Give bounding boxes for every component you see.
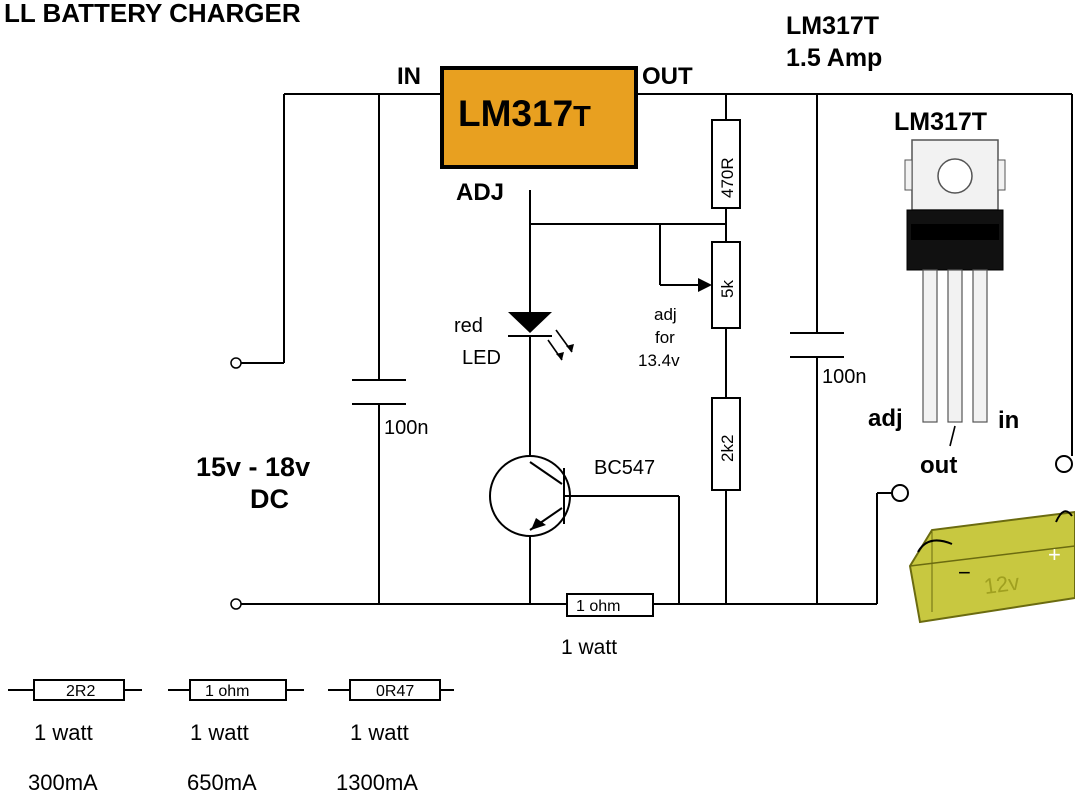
circuit-wires — [240, 93, 1073, 605]
led-label-line2: LED — [462, 347, 501, 369]
pot-note-line3: 13.4v — [638, 351, 680, 370]
wiper-arrow-icon — [698, 278, 712, 292]
input-terminal-positive — [230, 357, 242, 369]
option-power: 1 watt — [190, 720, 249, 745]
option-2r2: 2R2 1 watt 300mA — [8, 679, 142, 794]
regulator-label: LM317T — [458, 93, 591, 134]
package-label: LM317T — [894, 108, 987, 136]
svg-text:1 ohm: 1 ohm — [576, 598, 620, 615]
option-value: 2R2 — [66, 683, 95, 700]
option-0r47: 0R47 1 watt 1300mA — [328, 679, 454, 794]
potentiometer-5k: 5k — [698, 241, 741, 329]
option-current: 300mA — [28, 770, 98, 794]
svg-text:2k2: 2k2 — [718, 435, 737, 462]
option-current: 1300mA — [336, 770, 418, 794]
output-terminal-positive — [1055, 455, 1073, 473]
lm317t-package-icon — [904, 139, 1006, 447]
capacitor-left — [352, 379, 406, 405]
transistor-bc547 — [489, 455, 575, 537]
package-pin-out: out — [920, 452, 957, 479]
supply-type: DC — [250, 484, 289, 514]
battery-12v-icon — [908, 510, 1075, 624]
rating-part: LM317T — [786, 12, 879, 40]
resistor-470r: 470R — [711, 119, 741, 209]
page-title: LL BATTERY CHARGER — [4, 0, 301, 28]
sense-resistor-power: 1 watt — [561, 636, 617, 659]
option-current: 650mA — [187, 770, 257, 794]
svg-text:470R: 470R — [718, 157, 737, 198]
capacitor-right-label: 100n — [822, 366, 867, 388]
led-symbol — [508, 312, 574, 361]
pot-note-line1: adj — [654, 305, 677, 324]
rating-current: 1.5 Amp — [786, 44, 882, 72]
option-value: 1 ohm — [205, 683, 249, 700]
pin-label-adj: ADJ — [456, 179, 504, 206]
battery-label: 12v — [982, 569, 1021, 599]
sense-resistor: 1 ohm — [566, 593, 654, 617]
resistor-2k2: 2k2 — [711, 397, 741, 491]
battery-plus-sign: + — [1048, 542, 1061, 567]
option-power: 1 watt — [350, 720, 409, 745]
option-power: 1 watt — [34, 720, 93, 745]
pin-label-in: IN — [397, 63, 421, 90]
option-1ohm: 1 ohm 1 watt 650mA — [168, 679, 304, 794]
capacitor-right — [790, 332, 844, 358]
transistor-label: BC547 — [594, 457, 655, 479]
pot-note-line2: for — [655, 328, 675, 347]
output-terminal-negative — [891, 484, 909, 502]
pin-label-out: OUT — [642, 63, 693, 90]
battery-minus-sign: − — [958, 560, 971, 585]
option-value: 0R47 — [376, 683, 414, 700]
supply-voltage: 15v - 18v — [196, 452, 310, 482]
regulator-block: LM317T IN OUT ADJ — [397, 63, 693, 206]
svg-text:5k: 5k — [718, 280, 737, 298]
led-label-line1: red — [454, 315, 483, 337]
input-terminal-negative — [230, 598, 242, 610]
package-pin-adj: adj — [868, 405, 903, 432]
package-pin-in: in — [998, 407, 1019, 434]
capacitor-left-label: 100n — [384, 417, 429, 439]
